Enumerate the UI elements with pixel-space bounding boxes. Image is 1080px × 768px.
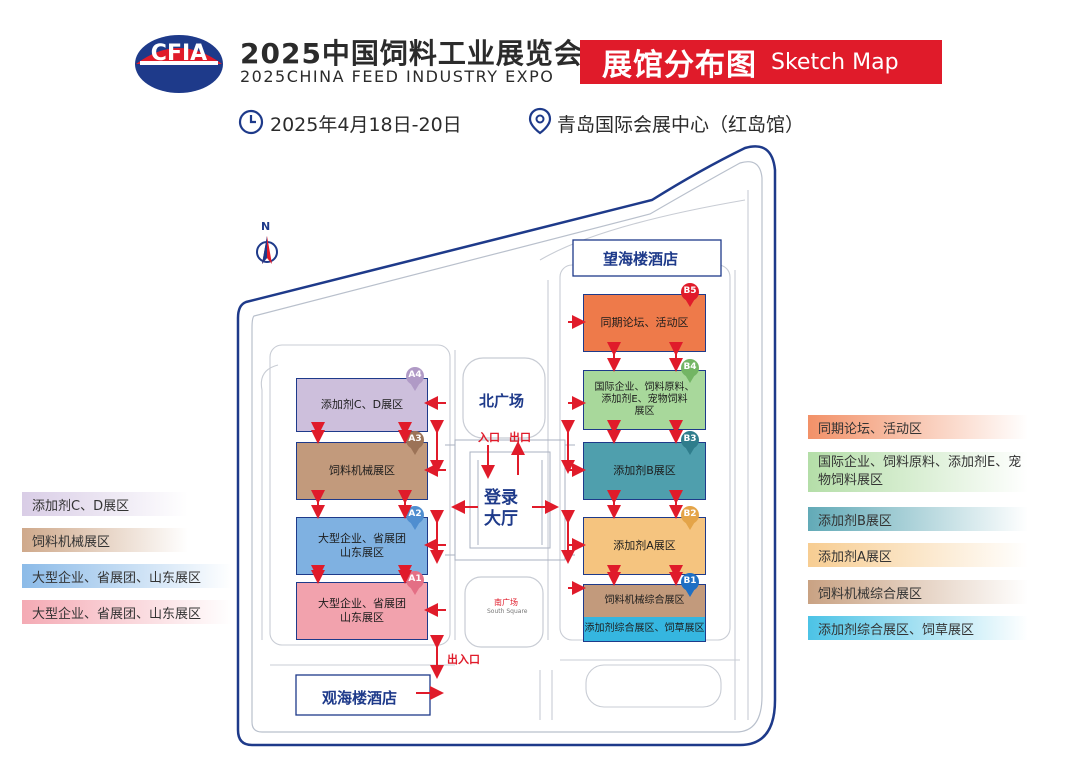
legend-left-item: 大型企业、省展团、山东展区 <box>22 600 232 624</box>
legend-right-label: 添加剂综合展区、饲草展区 <box>818 622 975 638</box>
hall-b1-bottom-label: 添加剂综合展区、饲草展区 <box>584 617 705 641</box>
hall-b3-label: 添加剂B展区 <box>584 443 705 499</box>
legend-right-item: 同期论坛、活动区 <box>808 415 1028 439</box>
pin-a2-label: A2 <box>408 509 422 519</box>
hall-b3[interactable]: 添加剂B展区 <box>583 442 706 500</box>
south-plaza-label: 南广场 <box>494 598 518 607</box>
legend-right-item: 添加剂B展区 <box>808 507 1028 531</box>
legend-left-item: 饲料机械展区 <box>22 528 188 552</box>
pin-a4-label: A4 <box>408 370 422 380</box>
legend-left-label: 饲料机械展区 <box>32 534 111 550</box>
pin-b5-label: B5 <box>683 286 697 296</box>
badge-title-en: Sketch Map <box>771 49 899 75</box>
legend-right-label: 添加剂A展区 <box>818 549 892 565</box>
hall-a1[interactable]: 大型企业、省展团 山东展区 <box>296 582 428 640</box>
hall-b2[interactable]: 添加剂A展区 <box>583 517 706 575</box>
hall-a2-label: 大型企业、省展团 山东展区 <box>297 518 427 574</box>
logo-text: CFIA <box>151 41 207 66</box>
hotel-south-label: 观海楼酒店 <box>322 689 398 707</box>
pin-b3-label: B3 <box>683 434 697 444</box>
pin-b4-label: B4 <box>683 362 697 372</box>
hall-a2[interactable]: 大型企业、省展团 山东展区 <box>296 517 428 575</box>
pin-b1-label: B1 <box>683 576 697 586</box>
south-plaza-en-label: South Square <box>487 608 528 615</box>
legend-right-label: 国际企业、饲料原料、添加剂E、宠物饲料展区 <box>818 455 1022 488</box>
expo-title: 2025中国饲料工业展览会 <box>240 37 583 70</box>
legend-right-label: 添加剂B展区 <box>818 513 892 529</box>
legend-right-item: 添加剂A展区 <box>808 543 1028 567</box>
legend-left-label: 大型企业、省展团、山东展区 <box>32 606 202 622</box>
legend-left-label: 添加剂C、D展区 <box>32 498 130 514</box>
hotel-north-label: 望海楼酒店 <box>603 250 679 268</box>
legend-right-item: 添加剂综合展区、饲草展区 <box>808 616 1028 640</box>
hall-b5-label: 同期论坛、活动区 <box>584 295 705 351</box>
legend-right-label: 同期论坛、活动区 <box>818 421 923 437</box>
legend-left-label: 大型企业、省展团、山东展区 <box>32 570 202 586</box>
sketch-map-badge: 展馆分布图 Sketch Map <box>580 40 942 84</box>
legend-left-item: 添加剂C、D展区 <box>22 492 188 516</box>
hall-b2-label: 添加剂A展区 <box>584 518 705 574</box>
badge-title-cn: 展馆分布图 <box>602 48 757 83</box>
legend-left-item: 大型企业、省展团、山东展区 <box>22 564 232 588</box>
pin-a3-label: A3 <box>408 434 422 444</box>
north-arrow-icon <box>256 236 278 264</box>
location-pin-icon <box>528 107 552 135</box>
exit-label: 出口 <box>509 431 531 444</box>
legend-right-label: 饲料机械综合展区 <box>818 586 923 602</box>
hall-a3[interactable]: 饲料机械展区 <box>296 442 428 500</box>
legend-right-item: 国际企业、饲料原料、添加剂E、宠物饲料展区 <box>808 452 1028 492</box>
compass-n-label: N <box>261 220 271 233</box>
in-out-label: 出入口 <box>447 653 480 666</box>
hall-a4-label: 添加剂C、D展区 <box>297 379 427 431</box>
hall-b4[interactable]: 国际企业、饲料原料、 添加剂E、宠物饲料 展区 <box>583 370 706 430</box>
hall-a3-label: 饲料机械展区 <box>297 443 427 499</box>
north-plaza-label: 北广场 <box>479 392 525 410</box>
expo-venue: 青岛国际会展中心（红岛馆） <box>557 114 805 136</box>
hall-b5[interactable]: 同期论坛、活动区 <box>583 294 706 352</box>
hall-a1-label: 大型企业、省展团 山东展区 <box>297 583 427 639</box>
clock-icon <box>238 109 264 135</box>
registration-lobby-label: 登录 大厅 <box>484 488 518 529</box>
pin-b2-label: B2 <box>683 509 697 519</box>
entrance-label: 入口 <box>478 431 500 444</box>
hall-a4[interactable]: 添加剂C、D展区 <box>296 378 428 432</box>
cfia-logo: CFIA <box>135 35 223 93</box>
pin-a1-label: A1 <box>408 574 422 584</box>
expo-date: 2025年4月18日-20日 <box>270 114 462 136</box>
hall-b4-label: 国际企业、饲料原料、 添加剂E、宠物饲料 展区 <box>584 371 705 429</box>
legend-right-item: 饲料机械综合展区 <box>808 580 1028 604</box>
hall-b1-top-label: 饲料机械综合展区 <box>584 585 705 617</box>
expo-title-en: 2025CHINA FEED INDUSTRY EXPO <box>240 67 555 86</box>
hall-b1[interactable]: 饲料机械综合展区 添加剂综合展区、饲草展区 <box>583 584 706 642</box>
